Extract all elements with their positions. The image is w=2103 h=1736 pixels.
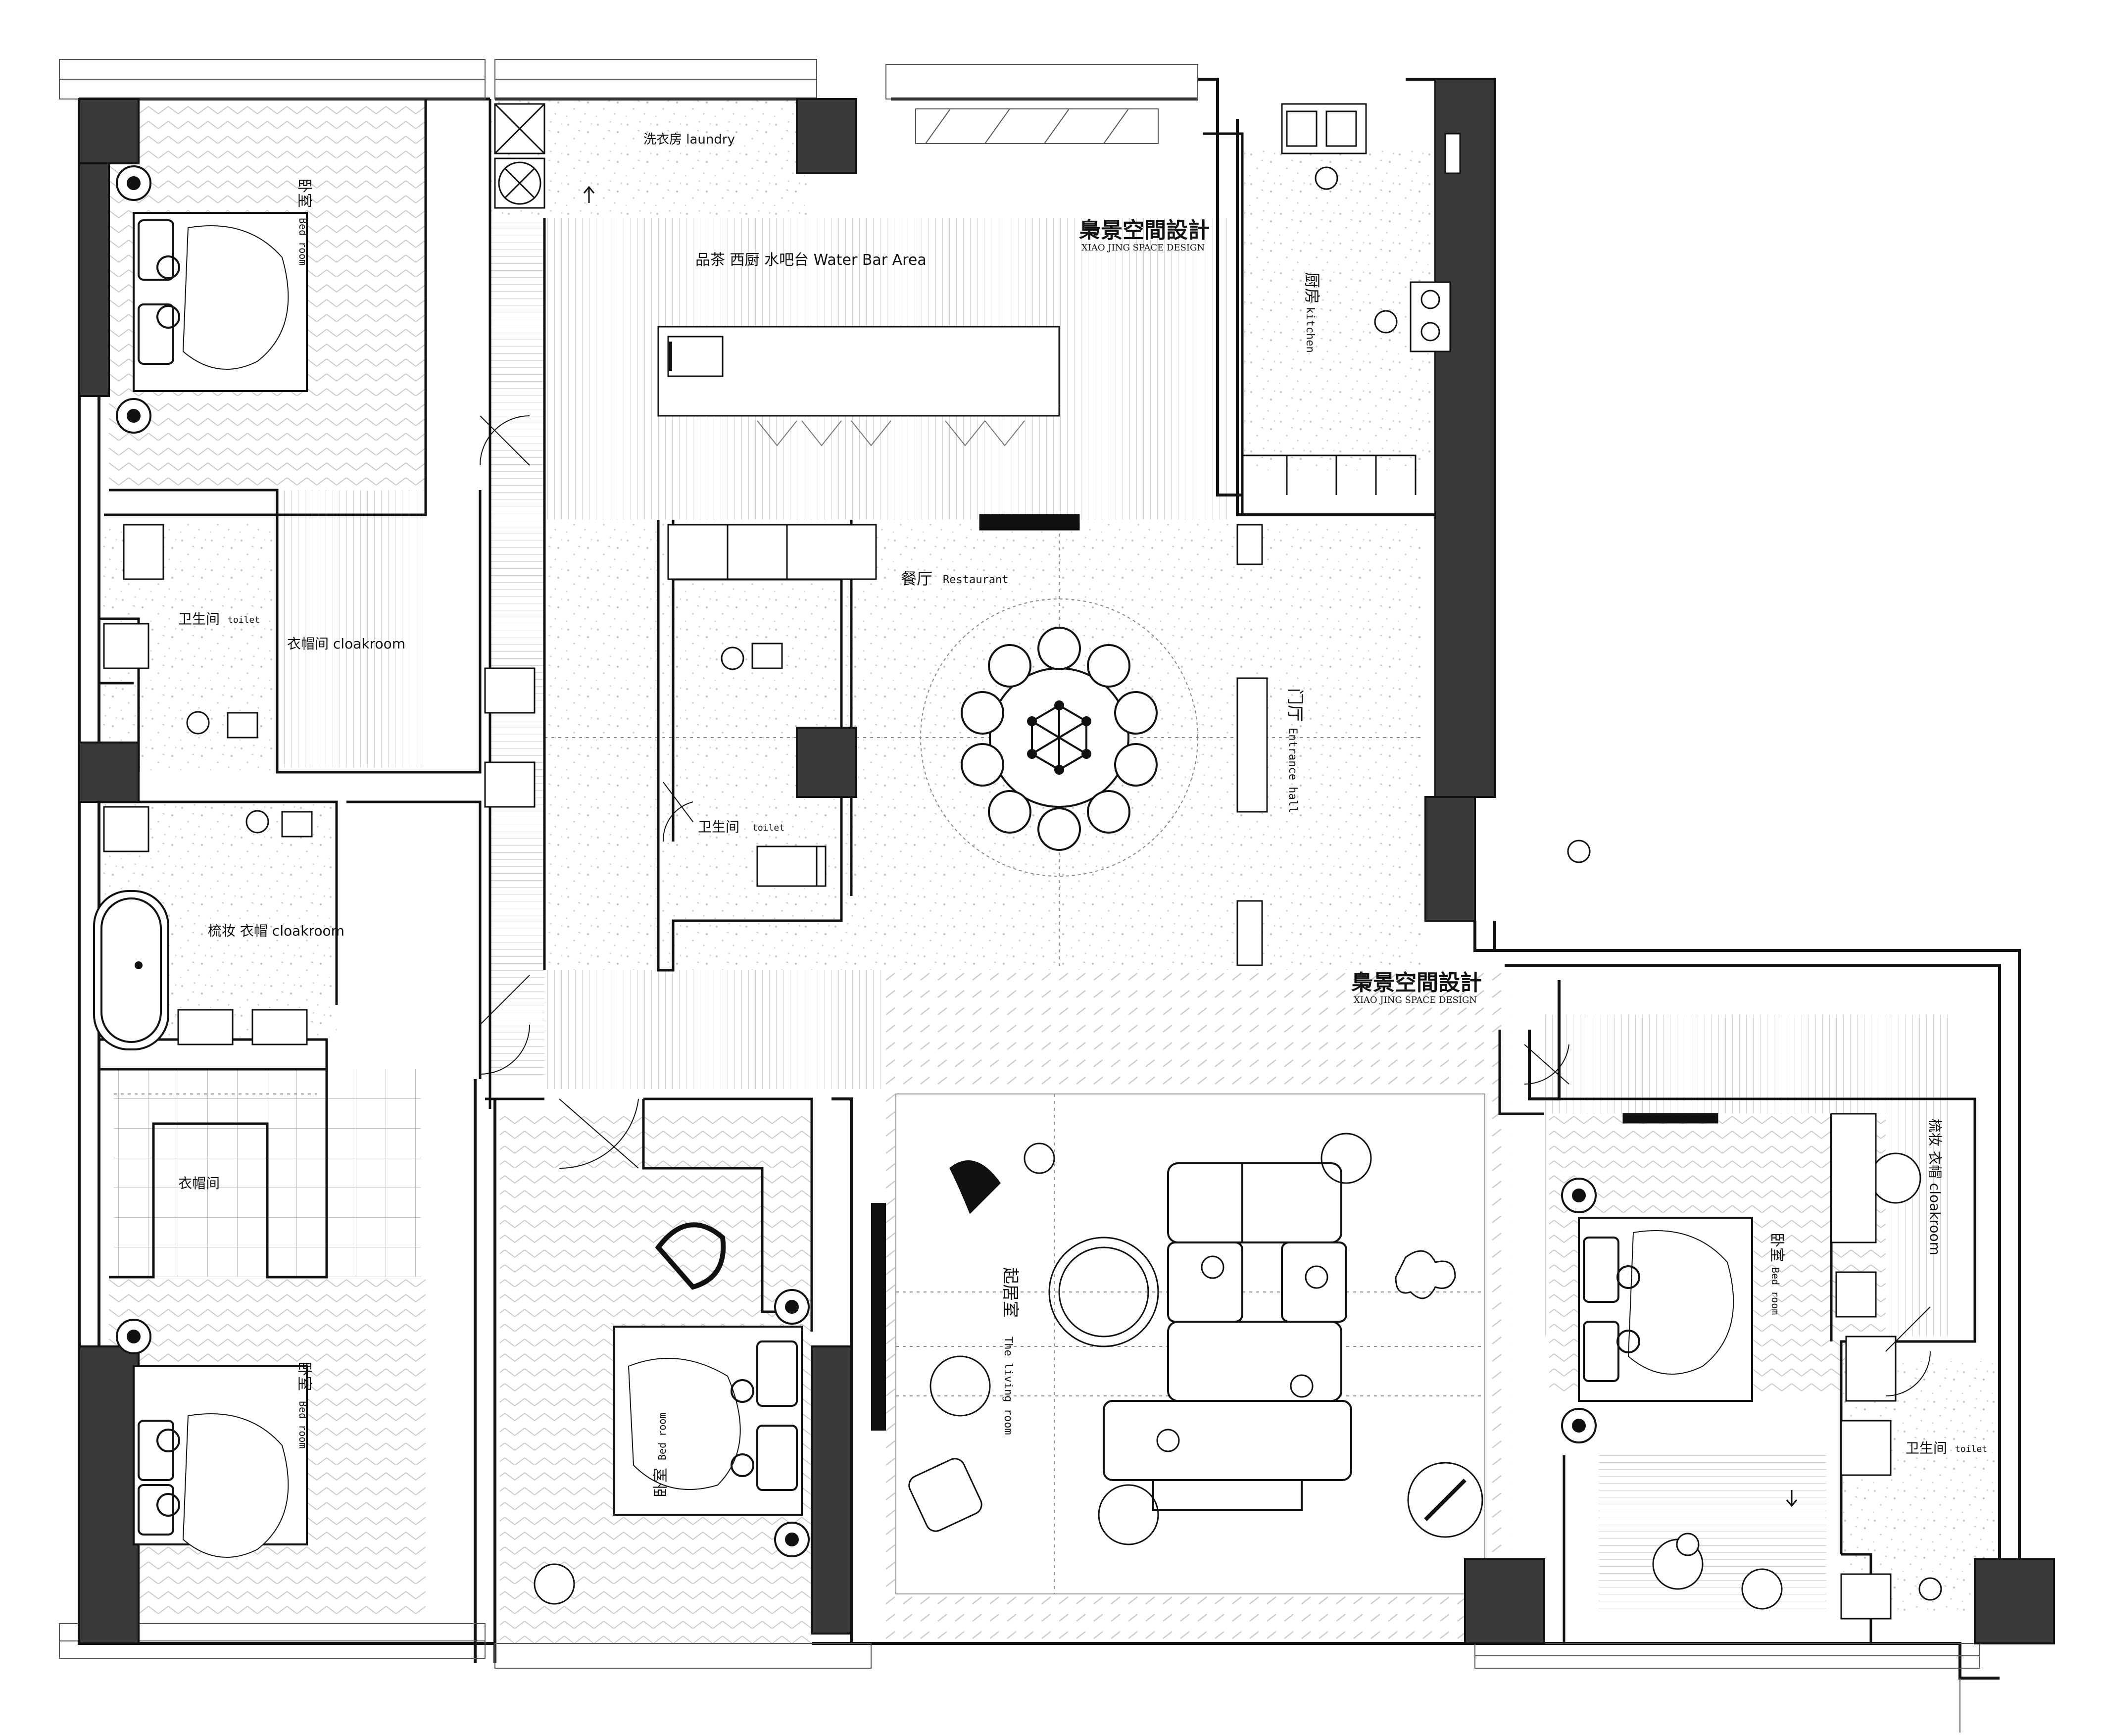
toilet-icon[interactable]	[103, 623, 1897, 1402]
stove-icon	[1410, 281, 1451, 352]
label-bedroom-c-en: Bed room	[656, 1413, 668, 1460]
column-icon	[796, 98, 857, 174]
person-icon	[186, 166, 1942, 1601]
label-dressing-e: 梳妆 衣帽 cloakroom	[1927, 1119, 1943, 1255]
bed-icon[interactable]	[613, 1326, 803, 1516]
toilet-icon[interactable]	[756, 845, 827, 887]
sink-icon[interactable]	[123, 524, 1892, 1620]
label-cloak-sw: 衣帽间	[178, 1175, 220, 1191]
dining-table-icon[interactable]	[920, 598, 1198, 877]
brand-logo: 梟景空間設計 XIAO JING SPACE DESIGN	[1351, 970, 1482, 1005]
label-entrance-cn: 门厅	[1285, 688, 1305, 722]
label-living-cn: 起居室	[1000, 1267, 1020, 1318]
label-bedroom-nw-cn: 卧室	[295, 178, 313, 208]
laundry-machines[interactable]	[494, 103, 545, 209]
label-cloakroom-w: 衣帽间 cloakroom	[287, 636, 405, 652]
label-laundry: 洗衣房 laundry	[643, 132, 735, 147]
lamp-icon[interactable]	[116, 165, 1597, 1557]
label-bedroom-nw-en: Bed room	[297, 218, 309, 265]
label-kitchen-cn: 厨房	[1303, 272, 1321, 304]
bar-stools	[757, 420, 1025, 446]
brand-logo: 梟景空間設計 XIAO JING SPACE DESIGN	[1078, 218, 1210, 253]
label-toilet-w-en: toilet	[228, 615, 260, 625]
entrance-cabinet	[1236, 900, 1263, 966]
label-restaurant-en: Restaurant	[943, 574, 1008, 586]
column-icon	[78, 162, 110, 397]
lounge-chair-icon[interactable]	[534, 1152, 1921, 1610]
column-icon	[1464, 1558, 1545, 1644]
label-toilet-w-cn: 卫生间	[178, 611, 220, 627]
label-bedroom-sw-cn: 卧室	[295, 1361, 313, 1391]
construction-lines	[114, 405, 1485, 1594]
column-icon	[78, 742, 140, 803]
arrow-icon	[583, 186, 1798, 1507]
door-swing-icon[interactable]	[480, 415, 1931, 1396]
logo-cn: 梟景空間設計	[1351, 970, 1482, 995]
label-kitchen-en: kitchen	[1304, 307, 1316, 353]
coffee-table-icon[interactable]	[929, 1133, 1483, 1545]
column-icon	[811, 1345, 852, 1635]
label-restaurant-cn: 餐厅	[901, 569, 932, 588]
label-toilet-e-en: toilet	[1955, 1444, 1987, 1454]
label-toilet-c-cn: 卫生间	[698, 819, 739, 835]
column-icon	[796, 727, 857, 798]
water-bar-island[interactable]	[657, 326, 1060, 446]
label-water-bar: 品茶 西厨 水吧台 Water Bar Area	[695, 251, 927, 269]
column-icon	[1974, 1558, 2055, 1644]
columns[interactable]	[78, 78, 2055, 1644]
label-bedroom-e-en: Bed room	[1769, 1267, 1781, 1315]
logo-en: XIAO JING SPACE DESIGN	[1081, 243, 1205, 253]
label-dressing-w: 梳妆 衣帽 cloakroom	[208, 923, 344, 939]
column-icon	[78, 1345, 140, 1644]
label-bedroom-sw-en: Bed room	[297, 1401, 309, 1448]
column-icon	[1424, 796, 1476, 922]
label-entrance-en: Entrance hall	[1286, 728, 1299, 813]
tv-wall	[871, 1203, 886, 1431]
restaurant-cabinets	[667, 514, 1080, 580]
dressing-table[interactable]	[1622, 1113, 1877, 1318]
label-bedroom-c-cn: 卧室	[652, 1468, 670, 1497]
label-bedroom-e-cn: 卧室	[1768, 1233, 1785, 1262]
entrance-bench[interactable]	[1236, 677, 1268, 813]
label-toilet-c-en: toilet	[752, 823, 784, 833]
bathtub-icon[interactable]	[93, 890, 169, 1050]
kitchen-fixtures[interactable]	[1281, 103, 1461, 352]
kitchen-counter	[1242, 454, 1417, 495]
entrance-cabinet	[1236, 524, 1263, 565]
bed-icon[interactable]	[1578, 1217, 1753, 1402]
chair-icon	[961, 627, 1158, 851]
bed-icon[interactable]	[133, 212, 308, 392]
room-labels: 洗衣房 laundry 品茶 西厨 水吧台 Water Bar Area 厨房 …	[178, 132, 1987, 1497]
logo-en: XIAO JING SPACE DESIGN	[1354, 995, 1477, 1005]
logo-cn: 梟景空間設計	[1078, 218, 1210, 243]
column-icon	[1434, 78, 1496, 798]
label-toilet-e-cn: 卫生间	[1906, 1440, 1947, 1456]
bed-icon[interactable]	[133, 1365, 308, 1558]
column-icon	[78, 98, 140, 164]
label-living-en: The living room	[1002, 1337, 1014, 1435]
